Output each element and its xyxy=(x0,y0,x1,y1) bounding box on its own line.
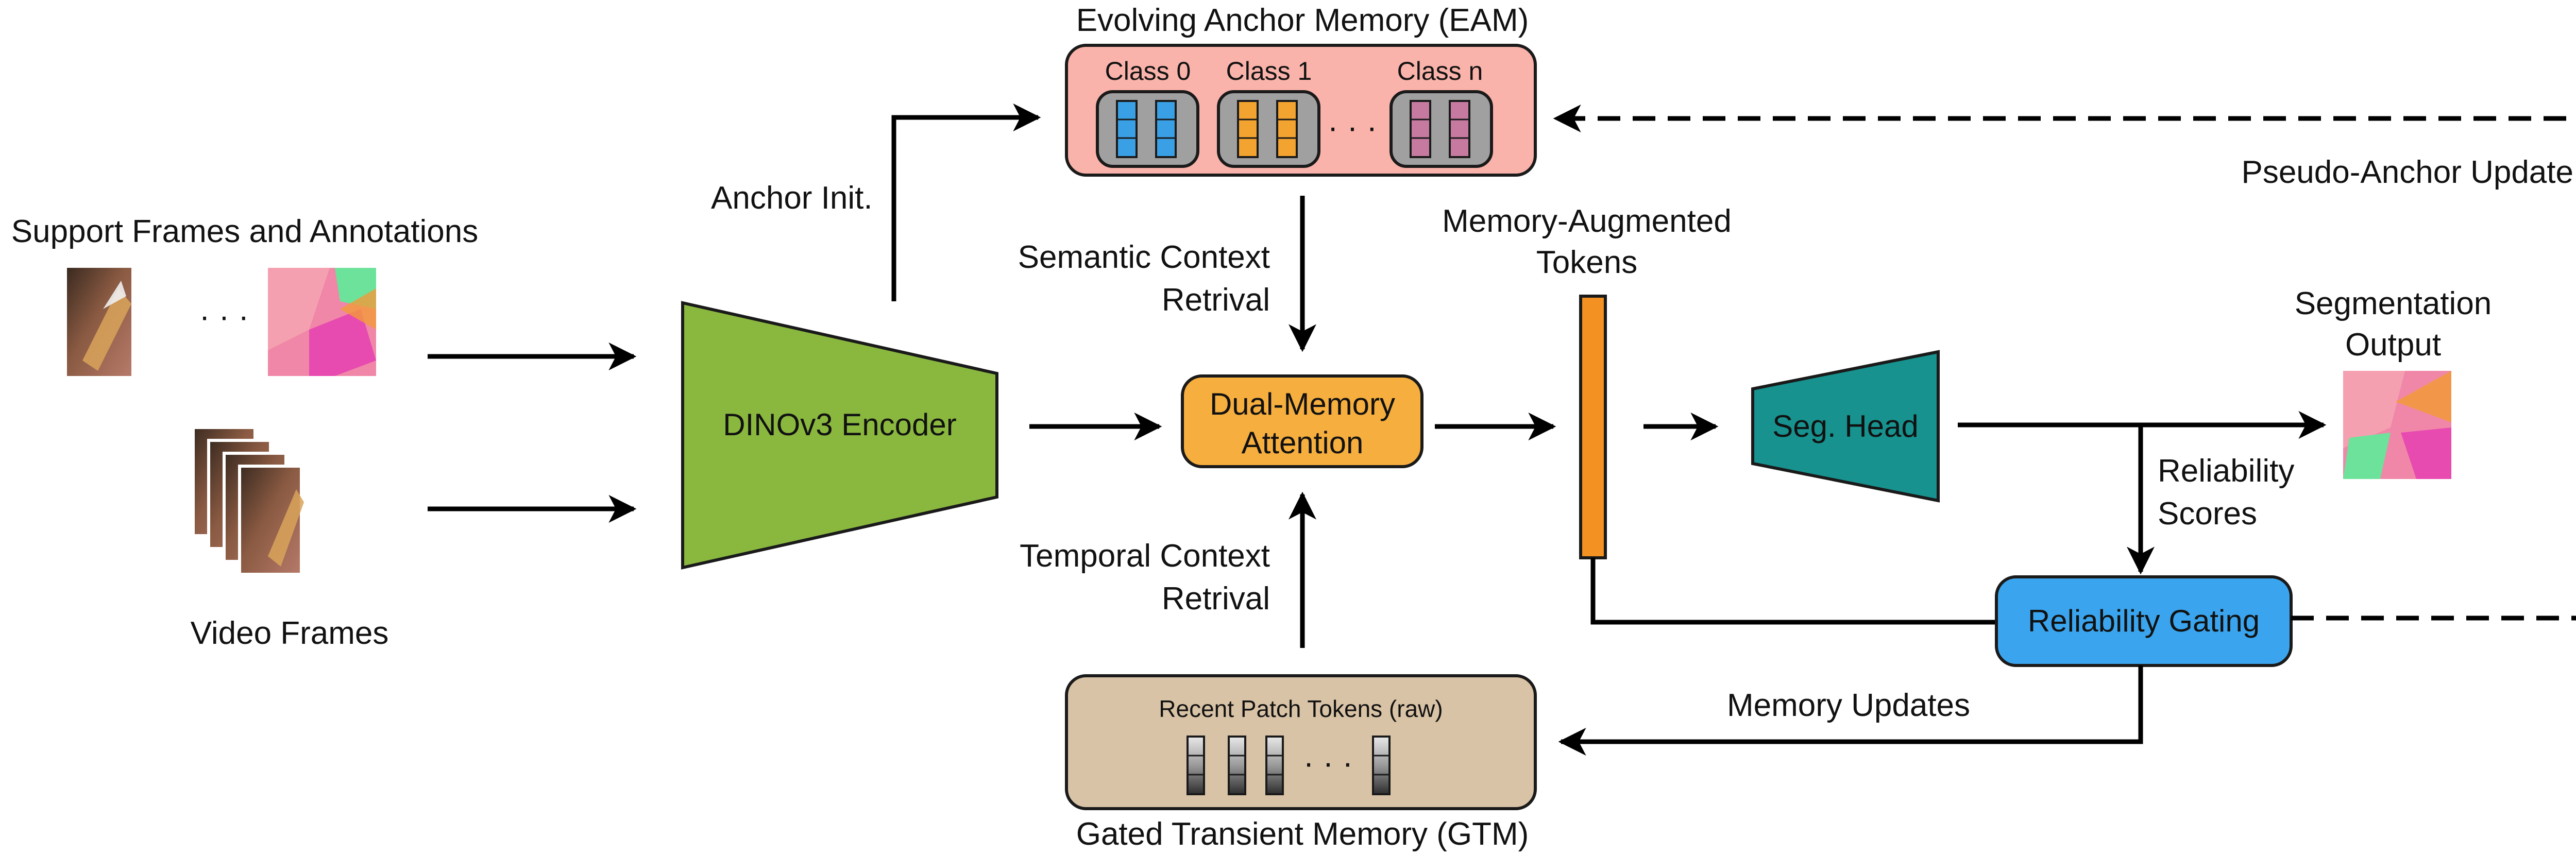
support-frames-label: Support Frames and Annotations xyxy=(11,214,478,249)
class-n-label: Class n xyxy=(1397,57,1483,86)
line-tokens-to-gating xyxy=(1590,558,1996,625)
pseudo-anchor-update-label: Pseudo-Anchor Update xyxy=(2241,155,2573,190)
gtm-title: Gated Transient Memory (GTM) xyxy=(1076,816,1529,852)
reliability-scores-label-1: Reliability xyxy=(2158,453,2294,489)
segmentation-head xyxy=(1751,350,1940,503)
support-frame-image xyxy=(67,268,131,376)
gtm-inner-label: Recent Patch Tokens (raw) xyxy=(1159,695,1443,722)
semantic-context-label-1: Semantic Context xyxy=(1018,240,1270,275)
output-label-2: Output xyxy=(2345,327,2441,363)
eam-class-1: Class 1 xyxy=(1217,57,1320,168)
segmentation-output-image xyxy=(2343,371,2451,479)
eam-class-0: Class 0 xyxy=(1096,57,1199,168)
temporal-context-label-1: Temporal Context xyxy=(1020,538,1270,574)
eam-ellipsis: · · · xyxy=(1328,110,1377,145)
class-1-label: Class 1 xyxy=(1226,57,1312,86)
output-label-1: Segmentation xyxy=(2295,286,2492,321)
arrow-pseudo-anchor-update xyxy=(1553,105,2576,621)
dual-memory-attention xyxy=(1181,374,1423,468)
eam-class-n: Class n xyxy=(1389,57,1493,168)
temporal-context-label-2: Retrival xyxy=(1162,581,1270,617)
reliability-gating-label: Reliability Gating xyxy=(2028,604,2260,638)
gtm-ellipsis: · · · xyxy=(1303,745,1353,781)
video-frames-label: Video Frames xyxy=(191,615,389,651)
arrow-anchor-init xyxy=(891,104,1041,301)
attention-label-1: Dual-Memory xyxy=(1210,387,1395,421)
anchor-init-label: Anchor Init. xyxy=(711,180,873,216)
encoder-label: DINOv3 Encoder xyxy=(723,407,957,442)
arrow-memory-updates xyxy=(1558,665,2143,756)
video-frames-stack xyxy=(192,426,304,576)
reliability-gating xyxy=(1995,575,2293,667)
eam-title: Evolving Anchor Memory (EAM) xyxy=(1076,3,1529,38)
tokens-label-1: Memory-Augmented xyxy=(1442,203,1732,239)
dinov3-encoder xyxy=(681,301,998,570)
tokens-label-2: Tokens xyxy=(1536,245,1637,280)
reliability-scores-label-2: Scores xyxy=(2158,496,2257,532)
class-0-label: Class 0 xyxy=(1105,57,1191,86)
seg-head-label: Seg. Head xyxy=(1772,409,1919,443)
annotation-mask-image xyxy=(268,268,376,376)
support-ellipsis: · · · xyxy=(199,299,249,334)
class-n-anchor-tokens xyxy=(1410,100,1470,158)
class-1-anchor-tokens xyxy=(1237,100,1298,158)
gtm-patch-tokens xyxy=(1187,736,1391,795)
gtm-box xyxy=(1065,674,1537,810)
memory-augmented-tokens-bar xyxy=(1579,295,1607,559)
attention-label-2: Attention xyxy=(1242,425,1364,460)
class-0-anchor-tokens xyxy=(1116,100,1177,158)
memory-updates-label: Memory Updates xyxy=(1727,688,1970,723)
semantic-context-label-2: Retrival xyxy=(1162,282,1270,318)
